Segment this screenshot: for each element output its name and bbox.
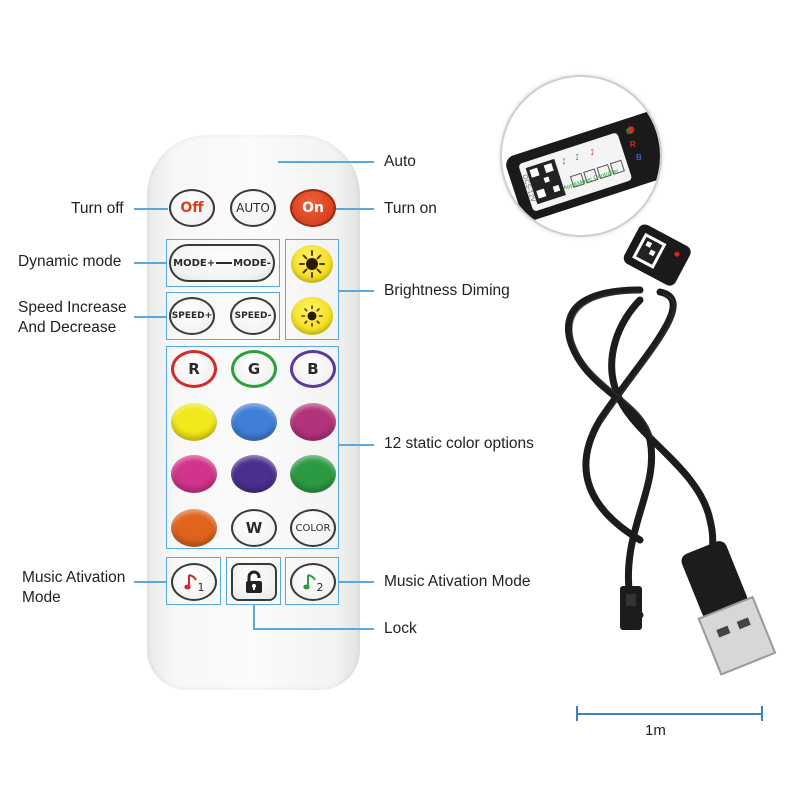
- speed-plus-label: SPEED+: [171, 311, 213, 321]
- callout-box-speed: [166, 292, 280, 340]
- svg-text:♪: ♪: [560, 156, 568, 166]
- brightness-up-button[interactable]: [291, 245, 333, 283]
- on-button[interactable]: On: [290, 189, 336, 227]
- callout-line-turn-on: [336, 208, 374, 210]
- callout-line-dynamic: [134, 262, 166, 264]
- music-note-red-icon: [183, 574, 197, 590]
- label-turn-on: Turn on: [384, 200, 437, 217]
- sun-dim-icon: [301, 305, 323, 327]
- off-button[interactable]: Off: [169, 189, 215, 227]
- music-mode-1-button[interactable]: 1: [171, 563, 217, 601]
- label-dynamic-mode: Dynamic mode: [18, 253, 122, 270]
- on-button-label: On: [302, 200, 324, 216]
- color-button-magenta[interactable]: [290, 403, 336, 441]
- color-button-purple[interactable]: [231, 455, 277, 493]
- lock-icon: [246, 570, 262, 593]
- mode-pill-button[interactable]: MODE+ MODE-: [169, 244, 275, 282]
- speed-minus-label: SPEED-: [234, 311, 272, 321]
- music-mode-2-button[interactable]: 2: [290, 563, 336, 601]
- callout-line-colors: [339, 444, 374, 446]
- label-speed-line1: Speed Increase: [18, 299, 127, 316]
- speed-plus-button[interactable]: SPEED+: [169, 297, 215, 335]
- label-music-right: Music Ativation Mode: [384, 573, 531, 590]
- ruler-tick-right: [761, 706, 763, 721]
- controller-letter-r: R: [630, 140, 636, 149]
- mode-minus-label[interactable]: MODE-: [233, 257, 271, 269]
- label-auto: Auto: [384, 153, 416, 170]
- callout-line-brightness: [339, 290, 374, 292]
- ruler-tick-left: [576, 706, 578, 721]
- label-static-colors: 12 static color options: [384, 435, 534, 452]
- callout-line-turn-off: [134, 208, 168, 210]
- label-speed-line2: And Decrease: [18, 319, 117, 336]
- controller-closeup-circle: ♪ ♪ ♪ App&Music Controller DC5-12V G R B: [500, 75, 662, 237]
- label-music-left-line1: Music Ativation: [22, 569, 126, 586]
- callout-box-music1: [166, 557, 221, 605]
- callout-line-auto: [278, 161, 374, 163]
- svg-text:♪: ♪: [589, 147, 597, 157]
- label-music-left-line2: Mode: [22, 589, 61, 606]
- white-button-label: W: [245, 519, 263, 537]
- music-note-green-icon: [302, 574, 316, 590]
- white-button[interactable]: W: [231, 509, 277, 547]
- callout-line-lock: [253, 628, 374, 630]
- mode-divider: [216, 262, 233, 264]
- brightness-down-button[interactable]: [291, 297, 333, 335]
- red-button-label: R: [188, 360, 200, 378]
- callout-line-music-right: [339, 581, 374, 583]
- green-button[interactable]: G: [231, 350, 277, 388]
- green-button-label: G: [247, 360, 261, 378]
- blue-button-label: B: [307, 360, 319, 378]
- color-button-pink[interactable]: [171, 455, 217, 493]
- svg-text:♪: ♪: [574, 152, 582, 162]
- controller-letter-g: G: [626, 127, 633, 136]
- color-button-yellow[interactable]: [171, 403, 217, 441]
- music-mode-2-subscript: 2: [316, 580, 324, 594]
- auto-button-label: AUTO: [236, 201, 270, 215]
- controller-letter-b: B: [636, 153, 642, 162]
- blue-button[interactable]: B: [290, 350, 336, 388]
- label-brightness: Brightness Diming: [384, 282, 510, 299]
- lock-button[interactable]: [231, 563, 277, 601]
- callout-line-speed: [134, 316, 166, 318]
- label-turn-off: Turn off: [71, 200, 124, 217]
- sun-bright-icon: [299, 250, 325, 278]
- usb-cable-illustration: [565, 224, 777, 676]
- remote-control: Off AUTO On MODE+ MODE- SPEED+ SPEED-: [147, 135, 360, 690]
- callout-line-music-left: [134, 581, 166, 583]
- callout-box-lock: [226, 557, 281, 605]
- callout-box-music2: [285, 557, 339, 605]
- music-mode-1-subscript: 1: [197, 580, 205, 594]
- color-button-blue[interactable]: [231, 403, 277, 441]
- callout-line-lock-vertical: [253, 605, 255, 628]
- callout-box-dynamic: [166, 239, 280, 287]
- cable-length-label: 1m: [645, 722, 666, 739]
- color-cycle-button[interactable]: COLOR: [290, 509, 336, 547]
- auto-button[interactable]: AUTO: [230, 189, 276, 227]
- callout-box-colors: [166, 346, 339, 549]
- ruler-line: [576, 713, 762, 715]
- color-button-green[interactable]: [290, 455, 336, 493]
- color-button-orange[interactable]: [171, 509, 217, 547]
- off-button-label: Off: [180, 200, 204, 216]
- red-button[interactable]: R: [171, 350, 217, 388]
- mode-plus-label[interactable]: MODE+: [173, 257, 216, 269]
- label-lock: Lock: [384, 620, 417, 637]
- speed-minus-button[interactable]: SPEED-: [230, 297, 276, 335]
- controller-closeup-image: ♪ ♪ ♪: [506, 111, 660, 221]
- callout-box-brightness: [285, 239, 339, 340]
- color-cycle-label: COLOR: [295, 522, 331, 534]
